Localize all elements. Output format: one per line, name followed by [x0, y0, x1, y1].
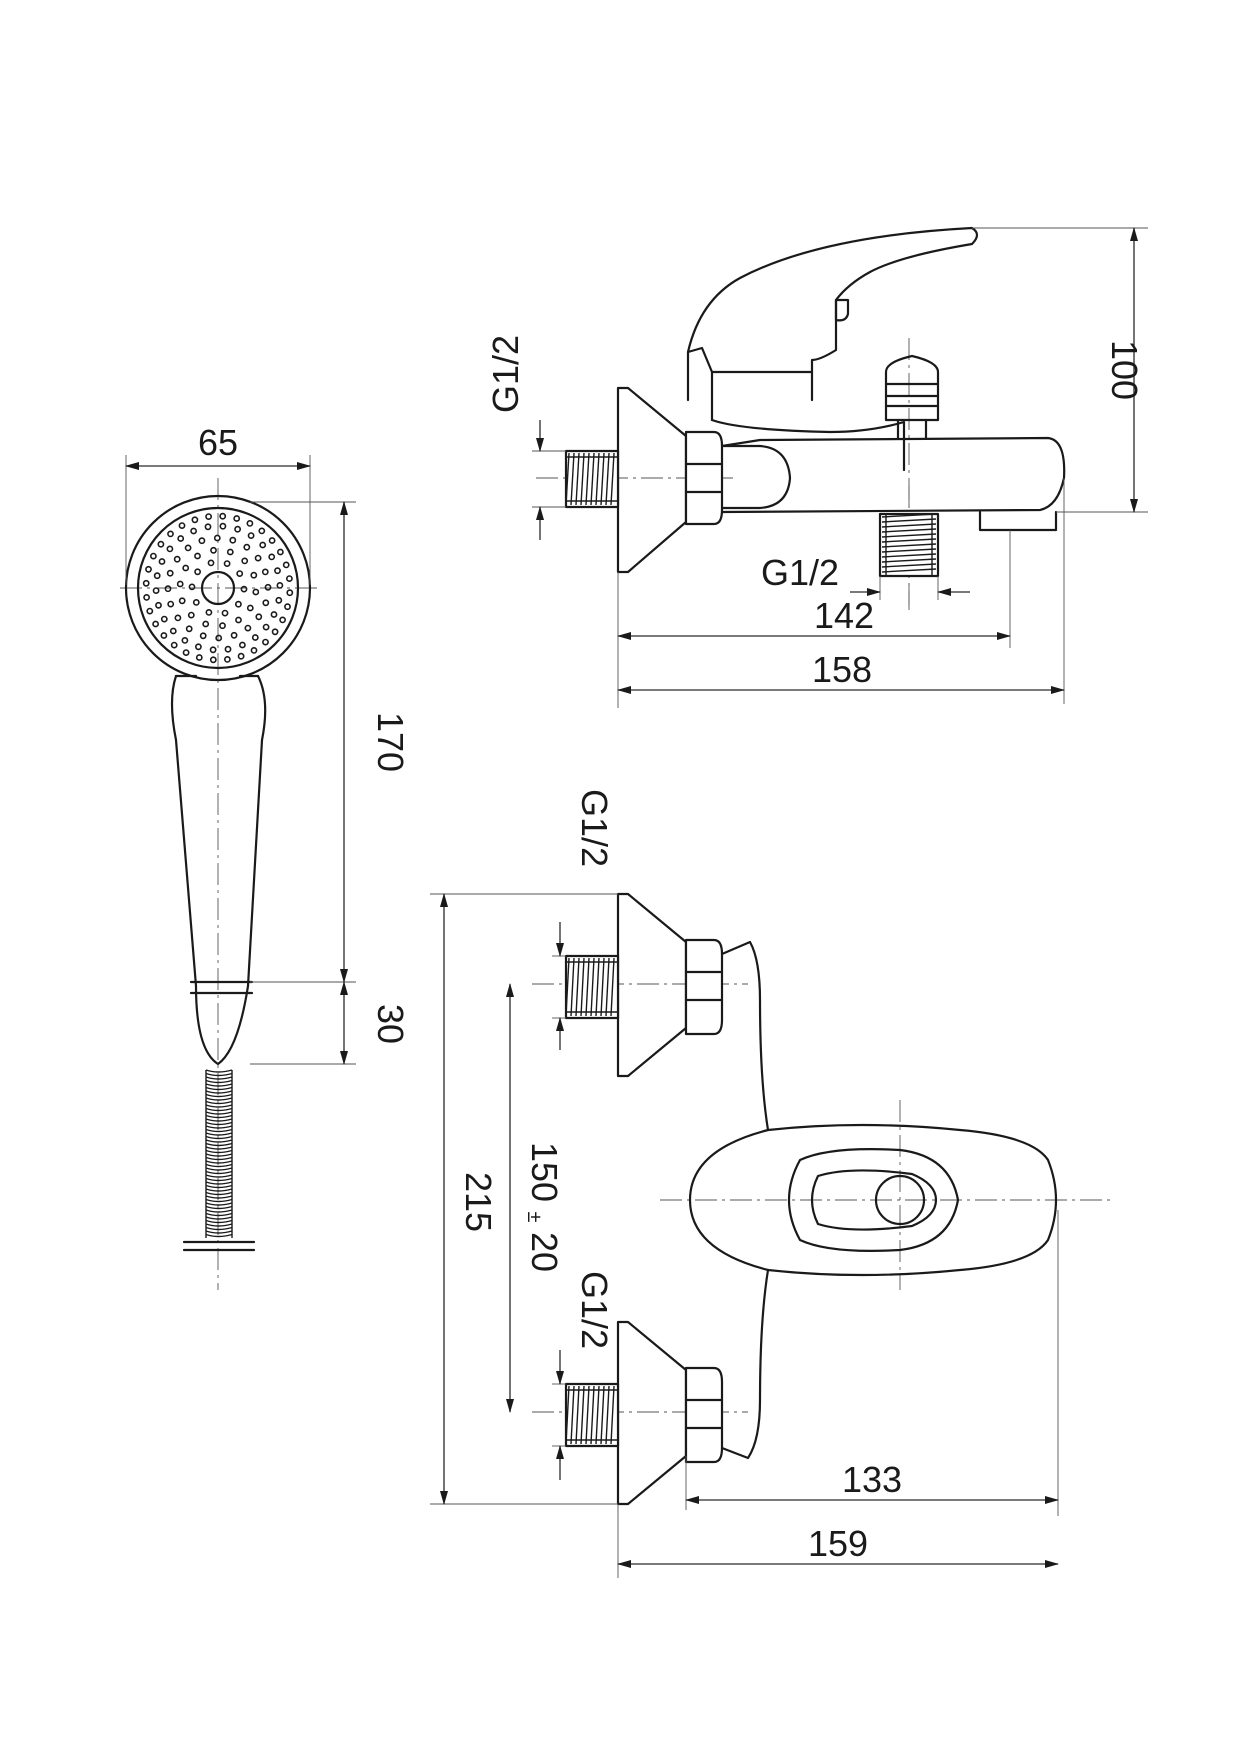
- side-depth-outlet-label: 142: [814, 595, 874, 636]
- top-upper-thread-label: G1/2: [574, 789, 615, 867]
- spray-nozzles: [142, 512, 294, 664]
- side-inlet-thread-label: G1/2: [485, 335, 526, 413]
- top-lower-thread-label: G1/2: [574, 1271, 615, 1349]
- top-centers-tolerance-sign: ±: [523, 1212, 545, 1223]
- top-body-length-label: 133: [842, 1459, 902, 1500]
- shower-collar-label: 30: [370, 1004, 411, 1044]
- side-view-dimensions: G1/2 G1/2 100 142 158: [485, 227, 1148, 708]
- side-height-label: 100: [1104, 340, 1145, 400]
- side-overall-depth-label: 158: [812, 649, 872, 690]
- top-centers-label: 150: [524, 1142, 565, 1202]
- outlet-thread: [881, 513, 937, 576]
- top-centers-tolerance-label: 20: [524, 1232, 565, 1272]
- shower-dimensions: 65 170 30: [125, 422, 411, 1065]
- top-view-dimensions: G1/2 G1/2 150 ± 20 215 133 159: [430, 789, 1059, 1578]
- inlet-thread: [565, 452, 618, 506]
- mixer-side-view: [536, 226, 1066, 610]
- shower-hose: [205, 1069, 233, 1238]
- upper-inlet-thread: [565, 957, 618, 1017]
- lower-inlet-thread: [565, 1385, 618, 1445]
- side-outlet-thread-label: G1/2: [761, 552, 839, 593]
- hand-shower-drawing: [120, 478, 318, 1290]
- shower-length-label: 170: [370, 712, 411, 772]
- top-overall-height-label: 215: [458, 1172, 499, 1232]
- shower-width-label: 65: [198, 422, 238, 463]
- top-overall-length-label: 159: [808, 1523, 868, 1564]
- mixer-top-view: [532, 892, 1112, 1506]
